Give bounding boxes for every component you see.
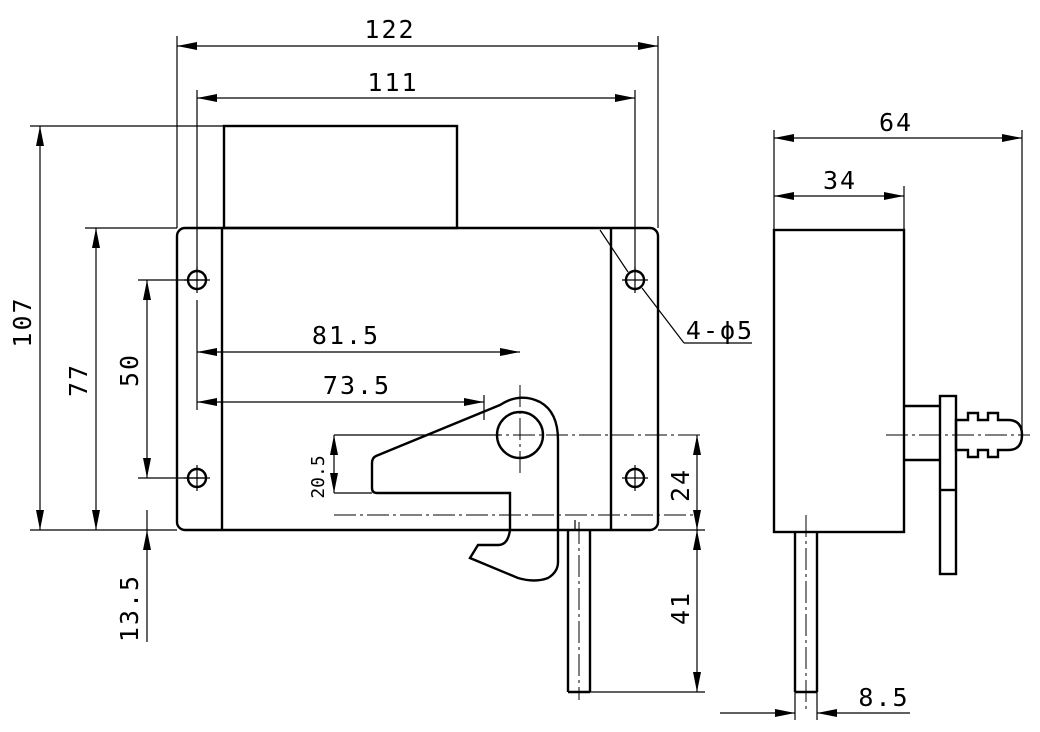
side-plate bbox=[938, 394, 958, 576]
top-block bbox=[222, 124, 459, 230]
dim-side-depth: 64 bbox=[879, 108, 913, 137]
extension-lines bbox=[30, 36, 1023, 720]
dim-latch-hook-x: 73.5 bbox=[323, 371, 391, 400]
dim-overall-height: 107 bbox=[8, 296, 37, 347]
dim-hole-callout: 4-ϕ5 bbox=[686, 316, 754, 345]
dim-rod-length: 41 bbox=[666, 591, 695, 625]
dim-hole-spacing-height: 50 bbox=[115, 353, 144, 387]
side-view bbox=[772, 228, 1030, 712]
dim-latch-throat: 20.5 bbox=[308, 455, 329, 498]
latch-hook bbox=[370, 396, 560, 582]
dim-bottom-offset: 13.5 bbox=[115, 574, 144, 642]
dim-body-height: 77 bbox=[64, 363, 93, 397]
mounting-holes bbox=[184, 267, 648, 491]
dim-hole-spacing-width: 111 bbox=[367, 68, 418, 97]
dim-overall-width: 122 bbox=[364, 15, 415, 44]
dimension-lines bbox=[36, 42, 1022, 717]
dim-latch-pivot-x: 81.5 bbox=[312, 321, 380, 350]
dim-pivot-to-bottom: 24 bbox=[666, 468, 695, 502]
front-view bbox=[175, 124, 700, 700]
dim-side-body-depth: 34 bbox=[823, 166, 857, 195]
rod-front bbox=[566, 520, 592, 694]
dimension-labels: 122 111 107 77 50 13.5 81.5 73.5 20.5 24… bbox=[8, 15, 913, 712]
side-body bbox=[772, 228, 906, 534]
main-body bbox=[175, 226, 660, 532]
dim-rod-diameter: 8.5 bbox=[858, 683, 909, 712]
